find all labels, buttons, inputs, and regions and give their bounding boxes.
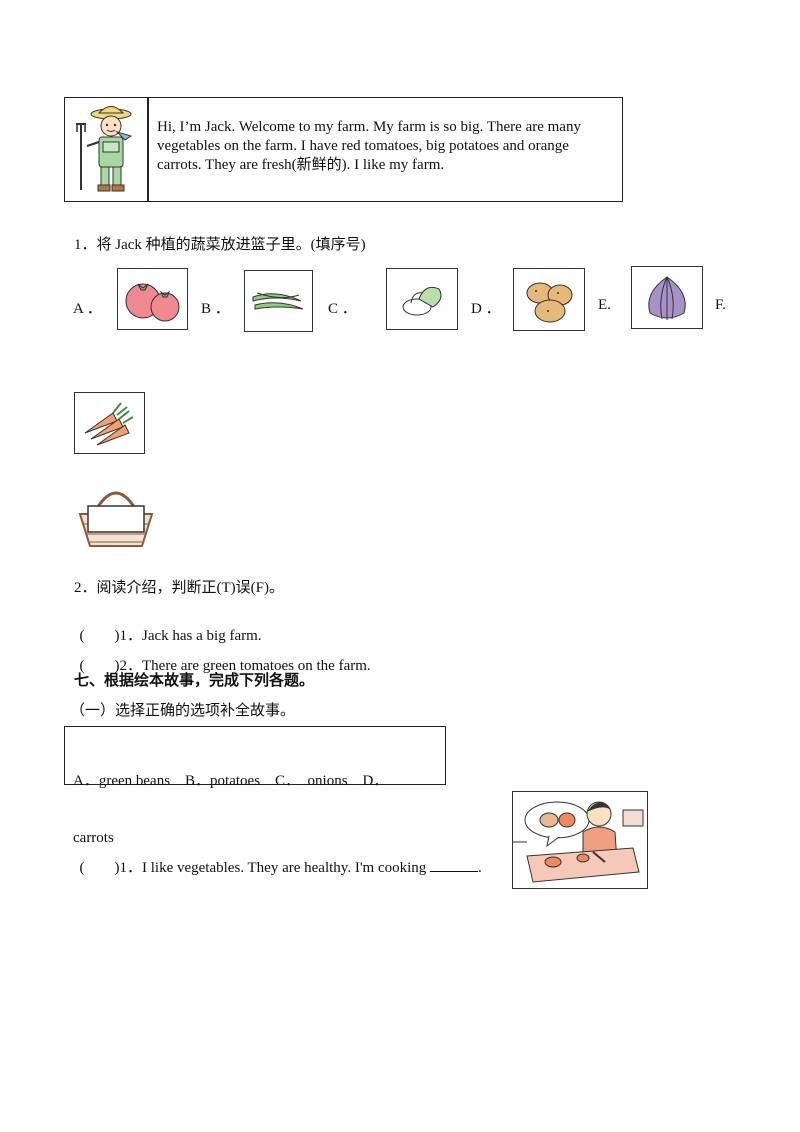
q1-prompt: 1．将 Jack 种植的蔬菜放进篮子里。(填序号) [74, 237, 366, 253]
intro-line: carrots. They are fresh(新鲜的). I like my … [157, 157, 445, 173]
green-beans-icon [252, 292, 304, 310]
farmer-jack-illustration [73, 102, 143, 194]
q2-item-1: ( )1．Jack has a big farm. [72, 607, 262, 645]
statement-text: 2．There are green tomatoes on the farm. [119, 658, 371, 674]
option-d-picture [513, 268, 585, 331]
intro-divider [147, 98, 149, 201]
option-a-label: A ． [73, 301, 102, 317]
option-b-picture [244, 270, 313, 332]
potato-icon [526, 282, 573, 323]
intro-line: vegetables on the farm. I have red tomat… [157, 138, 569, 154]
option-f-picture [74, 392, 145, 454]
onion-icon [648, 276, 686, 320]
option-c-picture [386, 268, 458, 330]
option-f-label: F. [715, 297, 726, 313]
tomato-icon [125, 283, 180, 322]
answer-paren[interactable]: ( ) [79, 628, 120, 644]
intro-line: Hi, I’m Jack. Welcome to my farm. My far… [157, 119, 581, 135]
choices-box: A．green beans B．potatoes C． onions D． ca… [64, 726, 446, 846]
option-e-label: E. [598, 297, 611, 313]
intro-text: Hi, I’m Jack. Welcome to my farm. My far… [157, 118, 617, 175]
section-7-subheading: （一）选择正确的选项补全故事。 [70, 703, 296, 719]
intro-box: Hi, I’m Jack. Welcome to my farm. My far… [64, 97, 623, 202]
basket-icon [74, 478, 158, 550]
story-item-1: ( )1．I like vegetables. They are healthy… [72, 839, 482, 877]
statement-text: 1．Jack has a big farm. [119, 628, 262, 644]
option-c-label: C ． [328, 301, 357, 317]
fill-blank[interactable] [430, 857, 479, 872]
cooking-boy-picture [512, 791, 648, 889]
choices-line: A．green beans B．potatoes C． onions D． [73, 773, 389, 789]
story-end: . [478, 860, 482, 876]
story-text: 1．I like vegetables. They are healthy. I… [119, 860, 427, 876]
answer-paren[interactable]: ( ) [79, 658, 120, 674]
carrot-icon [84, 402, 134, 446]
cabbage-icon [402, 286, 442, 316]
choices-line: carrots [73, 830, 114, 846]
answer-paren[interactable]: ( ) [79, 860, 120, 876]
option-d-label: D ． [471, 301, 501, 317]
q2-item-2: ( )2．There are green tomatoes on the far… [72, 637, 371, 675]
section-7-heading: 七、根据绘本故事，完成下列各题。 [74, 673, 315, 689]
option-a-picture [117, 268, 188, 330]
q2-prompt: 2．阅读介绍，判断正(T)误(F)。 [74, 580, 284, 596]
option-b-label: B ． [201, 301, 230, 317]
option-e-picture [631, 266, 703, 329]
